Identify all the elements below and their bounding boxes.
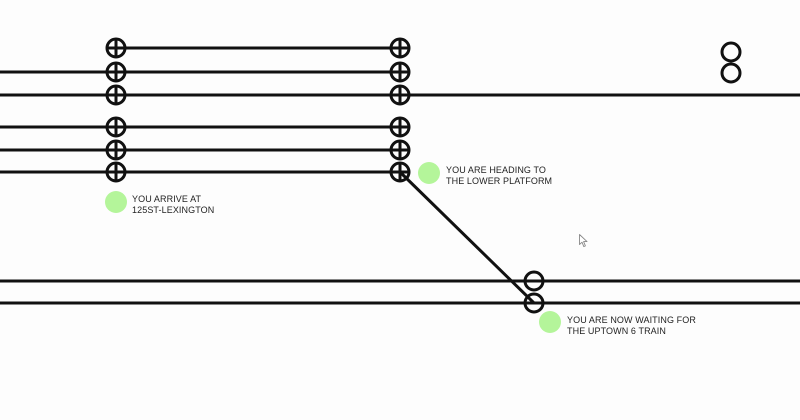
- platform-node: [523, 270, 545, 292]
- annotation-heading: YOU ARE HEADING TO THE LOWER PLATFORM: [446, 165, 552, 187]
- annotation-heading-line2: THE LOWER PLATFORM: [446, 176, 553, 186]
- station-node: [105, 139, 127, 161]
- annotation-waiting-line1: YOU ARE NOW WAITING FOR: [567, 315, 696, 325]
- platform-node: [720, 62, 742, 84]
- station-node: [105, 116, 127, 138]
- annotation-arrive-line1: YOU ARRIVE AT: [132, 194, 202, 204]
- transfer-path: [398, 170, 536, 305]
- platform-node: [523, 292, 545, 314]
- annotation-heading-line1: YOU ARE HEADING TO: [446, 165, 546, 175]
- location-marker: [539, 311, 561, 333]
- station-node: [389, 37, 411, 59]
- platform-node: [720, 41, 742, 63]
- station-node: [389, 84, 411, 106]
- station-node: [389, 61, 411, 83]
- station-node: [389, 161, 411, 183]
- station-node: [105, 37, 127, 59]
- station-node: [389, 116, 411, 138]
- station-node: [105, 61, 127, 83]
- location-marker: [105, 191, 127, 213]
- location-marker: [418, 162, 440, 184]
- station-node: [105, 161, 127, 183]
- annotation-arrive-line2: 125ST-LEXINGTON: [132, 205, 215, 215]
- mouse-pointer-icon: [579, 234, 588, 248]
- annotation-arrive: YOU ARRIVE AT 125ST-LEXINGTON: [132, 194, 214, 216]
- station-node: [105, 84, 127, 106]
- station-nodes: [105, 37, 742, 314]
- station-node: [389, 139, 411, 161]
- annotation-waiting: YOU ARE NOW WAITING FOR THE UPTOWN 6 TRA…: [567, 315, 696, 337]
- annotation-waiting-line2: THE UPTOWN 6 TRAIN: [567, 326, 666, 336]
- location-markers: [105, 162, 561, 333]
